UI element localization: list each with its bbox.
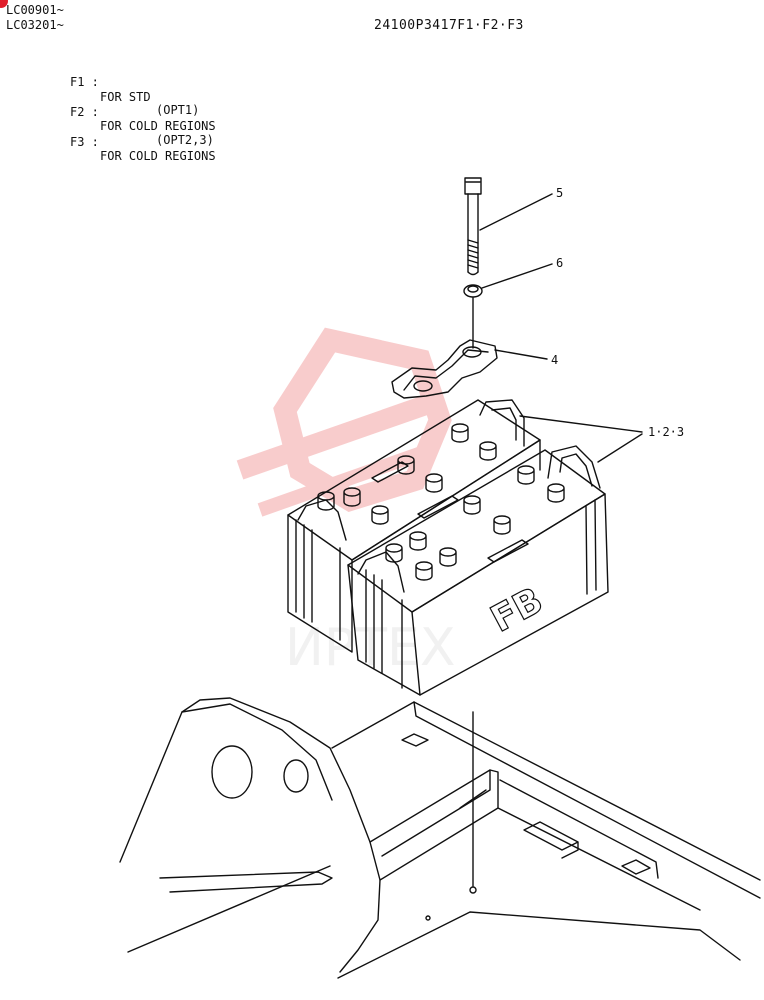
legend-f2-desc: FOR COLD REGIONS <box>100 119 216 133</box>
callout-1-2-3: 1·2·3 <box>648 425 685 439</box>
legend-f2-option: (OPT1) <box>156 103 200 117</box>
drawing-code: 24100P3417F1·F2·F3 <box>374 18 524 33</box>
legend-f3-option: (OPT2,3) <box>156 133 214 147</box>
serial-range-1: LC00901~ <box>6 3 64 17</box>
leader-6 <box>481 263 553 289</box>
leader-battery-rear <box>519 415 643 433</box>
washer-part-6 <box>463 284 483 298</box>
battery-caps <box>317 423 565 581</box>
legend-f3-key: F3 : <box>70 135 99 149</box>
leader-4 <box>494 349 548 360</box>
callout-4: 4 <box>551 353 559 367</box>
battery-pair-1-2-3 <box>287 399 609 696</box>
clamp-plate-part-4 <box>391 339 498 399</box>
mount-hole <box>469 886 477 894</box>
battery-brand-label: FB <box>484 580 549 641</box>
corner-badge <box>0 0 8 8</box>
legend-f1-desc: FOR STD <box>100 90 151 104</box>
legend-f3-desc: FOR COLD REGIONS <box>100 149 216 163</box>
legend-f1-key: F1 : <box>70 75 99 89</box>
leader-5 <box>479 193 553 231</box>
leader-battery-front <box>597 433 643 463</box>
callout-6: 6 <box>556 256 564 270</box>
battery-frame <box>119 697 761 979</box>
bolt-part-5 <box>464 177 482 276</box>
serial-range-2: LC03201~ <box>6 18 64 32</box>
legend-f2-key: F2 : <box>70 105 99 119</box>
callout-5: 5 <box>556 186 564 200</box>
watermark-text: ИРТЕХ <box>285 618 456 678</box>
